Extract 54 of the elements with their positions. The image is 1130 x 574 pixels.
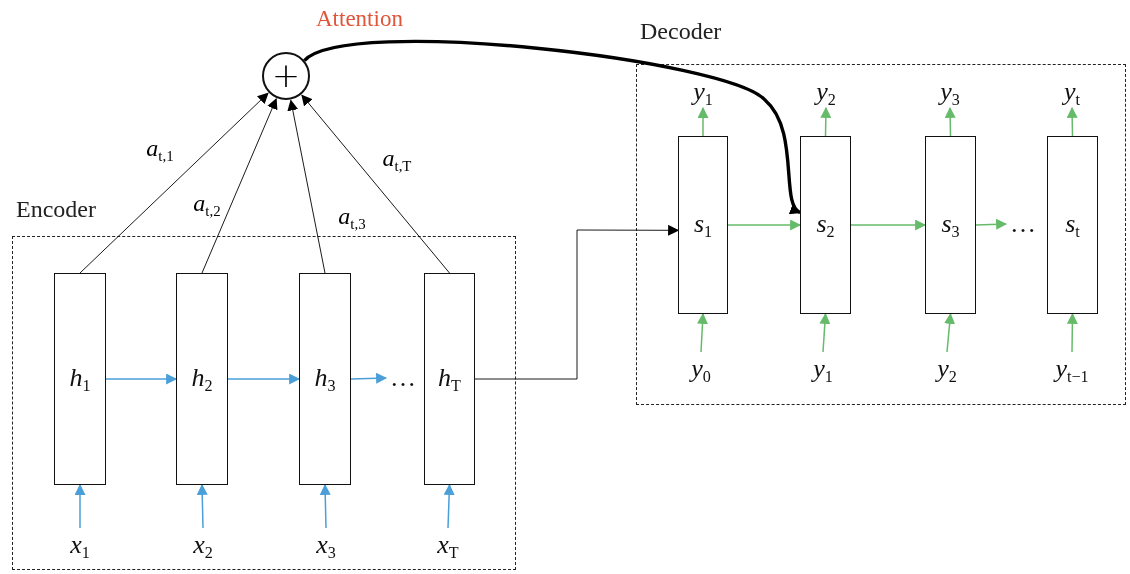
variable-label: y$_{t−1}$ — [1040, 352, 1104, 386]
variable-label: y$_{t}$ — [1050, 76, 1094, 108]
arrow — [303, 39, 802, 214]
state-box — [299, 273, 351, 485]
variable-label: y$_{0}$ — [679, 352, 723, 386]
state-label: s$_{3}$ — [941, 210, 960, 240]
arrow — [227, 373, 301, 385]
sum-circle — [262, 52, 310, 100]
node-caption: Attention — [316, 6, 403, 32]
state-label: h$_{1}$ — [69, 364, 91, 394]
arrow — [944, 106, 956, 137]
state-label: s$_{2}$ — [816, 210, 835, 240]
arrow — [820, 106, 832, 137]
variable-label: y$_{3}$ — [928, 76, 972, 108]
arrow — [319, 483, 331, 529]
state-box — [54, 273, 106, 485]
state-label: s$_{1}$ — [693, 210, 713, 240]
state-box — [925, 136, 976, 314]
state-label: h$_{2}$ — [191, 364, 213, 394]
variable-label: x$_{T}$ — [426, 528, 470, 562]
variable-label: x$_{1}$ — [58, 528, 102, 562]
arrow — [443, 483, 455, 529]
state-box — [678, 136, 728, 314]
variable-label: x$_{3}$ — [304, 528, 348, 562]
arrow — [1066, 312, 1078, 353]
variable-label: x$_{2}$ — [181, 528, 225, 562]
variable-label: y$_{2}$ — [925, 352, 969, 386]
arrow — [697, 312, 708, 353]
ellipsis: … — [1006, 210, 1040, 238]
arrow — [819, 312, 831, 353]
arrow — [697, 106, 709, 137]
variable-label: y$_{1}$ — [681, 76, 725, 108]
arrow — [727, 219, 802, 231]
state-box — [1047, 136, 1098, 314]
group-heading: Decoder — [640, 18, 722, 45]
state-label: h$_{3}$ — [314, 364, 336, 394]
state-box — [176, 273, 228, 485]
arrow — [74, 483, 86, 529]
state-label: s$_{t}$ — [1065, 210, 1080, 240]
arrow — [850, 219, 927, 231]
state-label: h$_{T}$ — [438, 364, 461, 394]
state-box — [800, 136, 851, 314]
arrow — [975, 218, 1008, 230]
state-box — [424, 273, 475, 485]
ellipsis: … — [386, 364, 420, 392]
variable-label: y$_{1}$ — [801, 352, 845, 386]
arrow — [105, 373, 178, 385]
arrow — [1066, 106, 1078, 137]
arrow — [350, 372, 388, 384]
arrow — [944, 312, 956, 353]
variable-label: y$_{2}$ — [804, 76, 848, 108]
group-heading: Encoder — [16, 196, 96, 223]
arrow — [196, 483, 208, 529]
plus-sign: + — [271, 57, 301, 92]
